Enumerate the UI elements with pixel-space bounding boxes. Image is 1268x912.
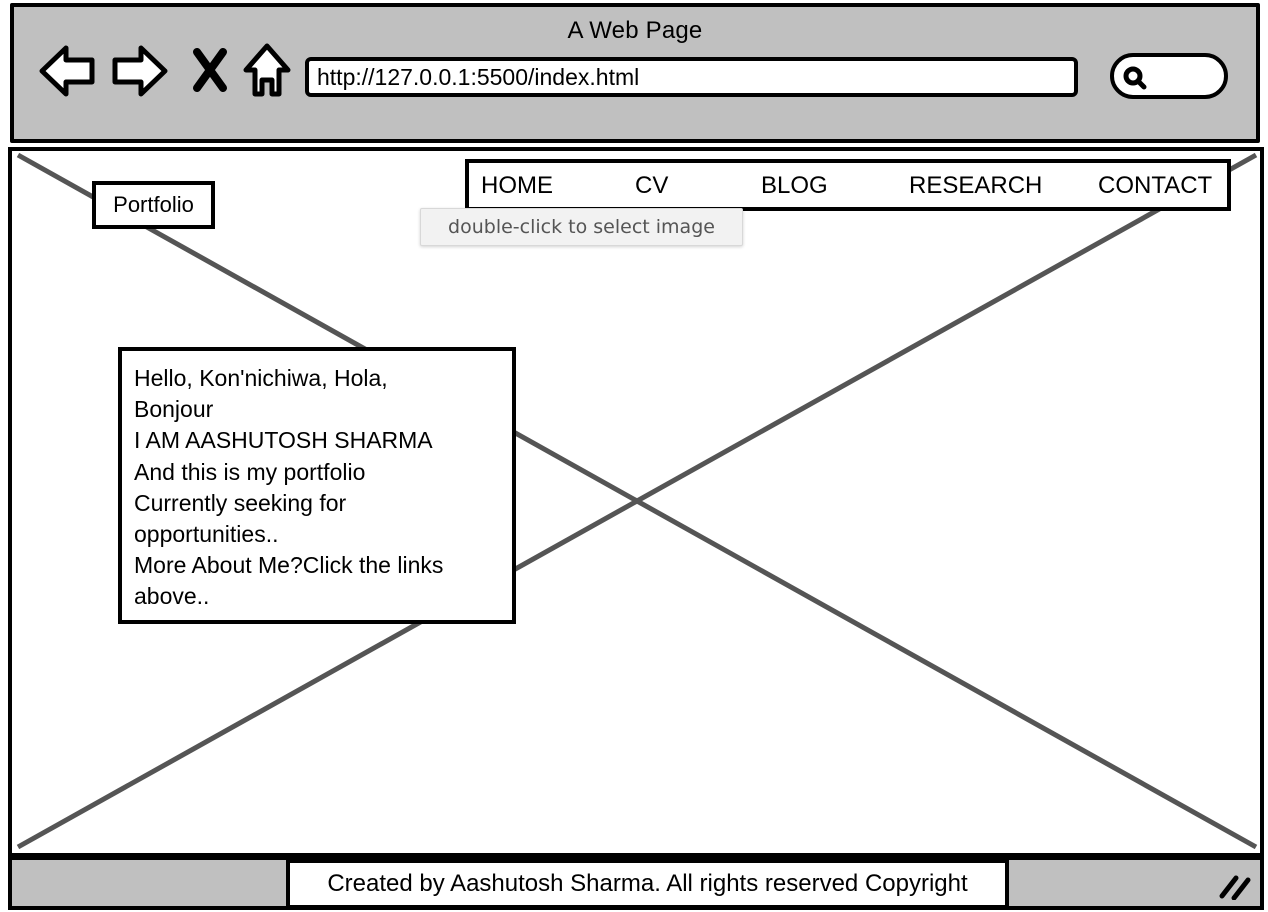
nav-research-link[interactable]: RESEARCH (909, 172, 1043, 199)
resize-grip-icon[interactable] (1218, 870, 1252, 900)
nav-menu: HOME CV BLOG RESEARCH CONTACT (465, 159, 1231, 211)
intro-line: Bonjour (134, 396, 214, 423)
image-placeholder[interactable] (12, 151, 1260, 853)
close-icon[interactable] (192, 48, 228, 92)
nav-cv-link[interactable]: CV (635, 172, 669, 199)
intro-line: More About Me?Click the links (134, 552, 444, 579)
intro-text-box: Hello, Kon'nichiwa, Hola, Bonjour I AM A… (118, 347, 516, 624)
forward-arrow-icon[interactable] (111, 42, 169, 100)
footer-copyright: Created by Aashutosh Sharma. All rights … (286, 859, 1009, 909)
browser-search-box[interactable] (1110, 53, 1228, 99)
portfolio-label[interactable]: Portfolio (92, 181, 215, 229)
window-title: A Web Page (567, 17, 703, 44)
tooltip: double-click to select image (420, 208, 743, 246)
nav-home-link[interactable]: HOME (481, 172, 553, 199)
back-arrow-icon[interactable] (38, 42, 96, 100)
intro-line: Currently seeking for (134, 489, 347, 516)
url-bar[interactable]: http://127.0.0.1:5500/index.html (305, 57, 1078, 97)
intro-line: opportunities.. (134, 521, 279, 548)
nav-contact-link[interactable]: CONTACT (1098, 172, 1213, 199)
intro-line: I AM AASHUTOSH SHARMA (134, 427, 433, 454)
intro-line: And this is my portfolio (134, 458, 366, 485)
intro-line: Hello, Kon'nichiwa, Hola, (134, 365, 388, 391)
home-icon[interactable] (242, 42, 292, 100)
intro-line: above.. (134, 583, 210, 610)
nav-blog-link[interactable]: BLOG (761, 172, 828, 199)
search-icon (1123, 66, 1147, 90)
